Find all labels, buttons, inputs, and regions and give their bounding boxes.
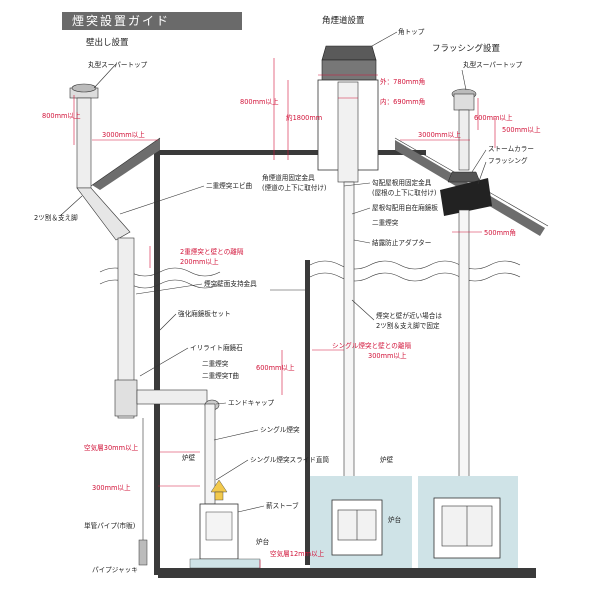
tee-left: [114, 379, 138, 417]
floor: [158, 568, 536, 578]
label-pipe-jack: パイプジャッキ: [92, 566, 138, 574]
dim-600-mid: 600mm以上: [256, 363, 295, 372]
label-round-top-left: 丸型スーパートップ: [88, 60, 148, 69]
label-double-tee: 二重煙突T曲: [202, 371, 239, 380]
note-air-30: 空気層30mm以上: [84, 443, 139, 452]
label-condensation-adapter: 結露防止アダプター: [372, 238, 431, 247]
note-near-wall: 煙突と壁が近い場合は: [376, 311, 442, 320]
label-single-slide: シングル煙突スライド直筒: [250, 455, 330, 464]
label-scaffold-pipe: 単管パイプ(市販): [84, 521, 135, 530]
label-hearth-wall-right: 炉壁: [380, 455, 394, 464]
storm-collar: [447, 171, 481, 183]
dim-500-right: 500mm以上: [502, 125, 541, 134]
dim-500-square: 500mm角: [484, 228, 516, 237]
double-elbow-left: [76, 187, 131, 241]
roof-left: [92, 138, 160, 190]
note-air-12: 空気層12mm以上: [270, 549, 325, 558]
label-split-support: 2ツ割＆支え脚: [34, 213, 78, 222]
flashing: [440, 178, 492, 216]
dim-800-left: 800mm以上: [42, 111, 81, 120]
header-right: フラッシング設置: [432, 43, 501, 54]
dim-300-left: 300mm以上: [92, 483, 131, 492]
double-pipe-outside-left: [117, 237, 135, 419]
note-single-wall-gap: シングル煙突と壁との離隔: [332, 341, 411, 350]
label-reinforced-plate: 強化廂鏡板セット: [178, 309, 231, 318]
label-hearth-wall-left: 炉壁: [182, 453, 196, 462]
label-double-elbow: 二重煙突エビ曲: [206, 181, 252, 190]
label-wood-stove: 薪ストーブ: [266, 501, 299, 510]
label-end-cap: エンドキャップ: [228, 399, 275, 407]
note-near-wall-2: 2ツ割＆支え脚で固定: [376, 321, 440, 330]
label-hearth-left: 炉台: [256, 537, 270, 546]
label-roof-slope-plate: 屋根勾配用自在廂鏡板: [372, 203, 438, 212]
label-slope-fixing: 勾配屋根用固定金具: [372, 178, 432, 187]
title-bar: [62, 12, 242, 30]
dim-1800-center: 約1800mm: [286, 113, 322, 122]
label-square-top: 角トップ: [398, 27, 425, 36]
dim-inner-690: 内：690mm角: [380, 97, 425, 106]
page-title: 煙突設置ガイド: [72, 13, 170, 28]
label-double-pipe-mid: 二重煙突: [372, 218, 399, 227]
note-single-wall-300: 300mm以上: [368, 351, 407, 360]
dim-3000-left: 3000mm以上: [102, 130, 145, 139]
dim-3000-right: 3000mm以上: [418, 130, 461, 139]
note-double-wall-200: 200mm以上: [180, 257, 219, 266]
label-flashing: フラッシング: [488, 156, 528, 165]
header-center: 角煙道設置: [322, 15, 365, 26]
interior-wall: [305, 260, 310, 565]
horizontal-through-wall: [136, 389, 208, 405]
header-left: 壁出し設置: [86, 37, 129, 48]
label-double-pipe-left: 二重煙突: [202, 359, 229, 368]
ceiling-beam: [160, 150, 426, 155]
dim-outer-780: 外：780mm角: [380, 77, 425, 86]
label-slope-fixing-note: (屋根の上下に取付け): [372, 188, 437, 197]
label-square-fixing: 角煙道用固定金具: [262, 173, 315, 182]
label-round-top-right: 丸型スーパートップ: [463, 60, 523, 69]
label-storm-collar: ストームカラー: [488, 145, 534, 153]
label-single-pipe: シングル煙突: [260, 425, 300, 434]
square-top: [321, 45, 377, 61]
label-wall-support: 煙突壁面支持金具: [204, 279, 257, 288]
single-pipe-center: [343, 181, 355, 483]
label-hearth-right: 炉台: [388, 515, 402, 524]
label-irite-plate: イリライト廂鏡石: [190, 343, 243, 352]
label-square-fixing-note: (煙道の上下に取付け): [262, 183, 327, 192]
note-double-wall-gap: 2重煙突と壁との離隔: [180, 247, 244, 256]
dim-800-center: 800mm以上: [240, 97, 279, 106]
left-wall: [154, 150, 160, 575]
dim-600-right: 600mm以上: [474, 113, 513, 122]
single-pipe-right: [458, 209, 470, 481]
